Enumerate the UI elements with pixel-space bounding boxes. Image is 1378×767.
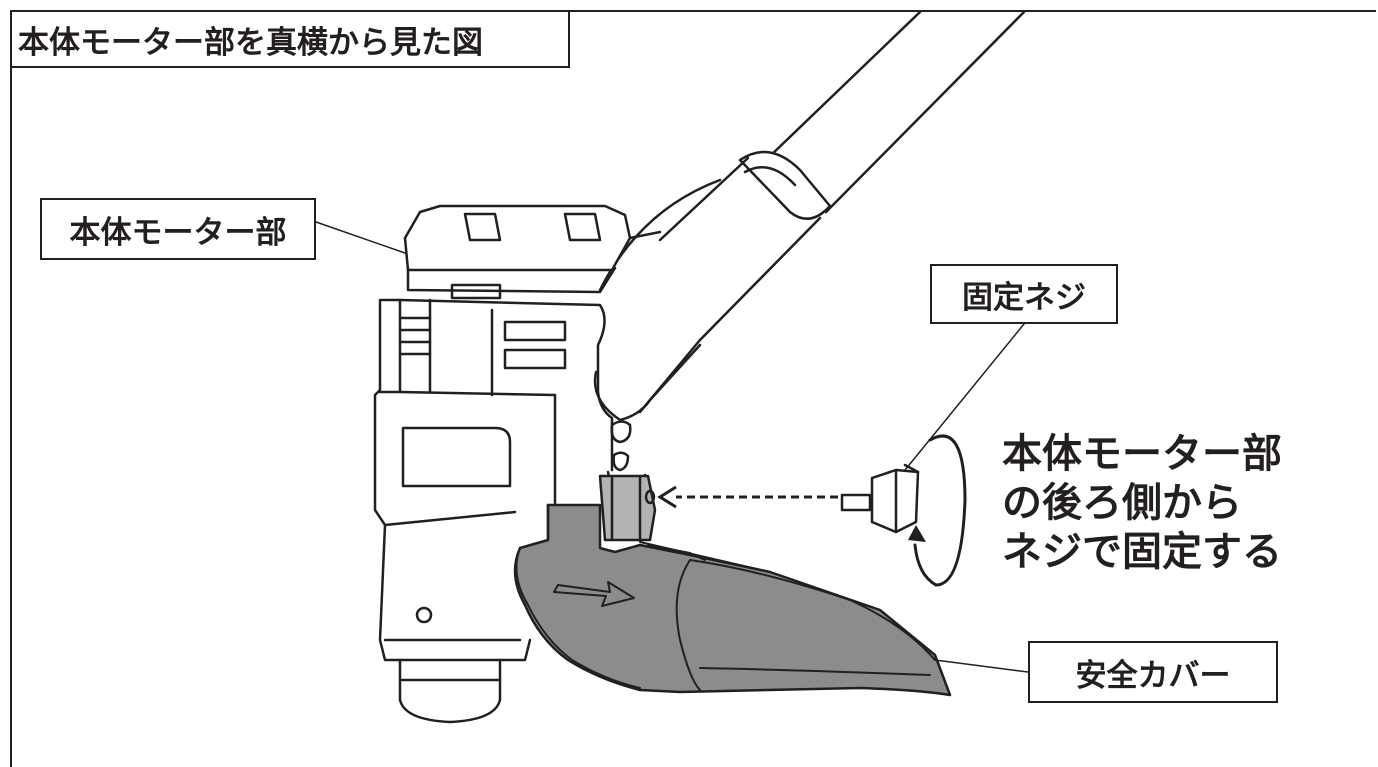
insertion-arrow xyxy=(657,485,838,509)
motor-body xyxy=(373,298,614,724)
fixing-screw-label: 固定ネジ xyxy=(930,264,1118,324)
motor-unit-label: 本体モーター部 xyxy=(40,198,316,260)
instruction-line-1: 本体モーター部 xyxy=(1002,431,1282,477)
safety-cover-shape xyxy=(513,503,952,697)
diagram-title: 本体モーター部を真横から見た図 xyxy=(10,10,570,68)
motor-top-cap xyxy=(403,204,662,300)
instruction-text: 本体モーター部 の後ろ側から ネジで固定する xyxy=(1002,430,1282,577)
instruction-line-2: の後ろ側から xyxy=(1002,480,1242,526)
screw-leader-line xyxy=(904,323,1025,471)
diagram-frame xyxy=(10,10,1376,767)
cover-leader-line xyxy=(934,659,1029,673)
shaft xyxy=(593,10,1026,422)
fixing-screw-shape xyxy=(840,463,920,534)
instruction-line-3: ネジで固定する xyxy=(1002,529,1282,575)
safety-cover-label: 安全カバー xyxy=(1028,641,1278,703)
rotation-arrow xyxy=(908,434,967,587)
cover-bracket xyxy=(598,474,657,542)
motor-leader-line xyxy=(315,221,406,254)
